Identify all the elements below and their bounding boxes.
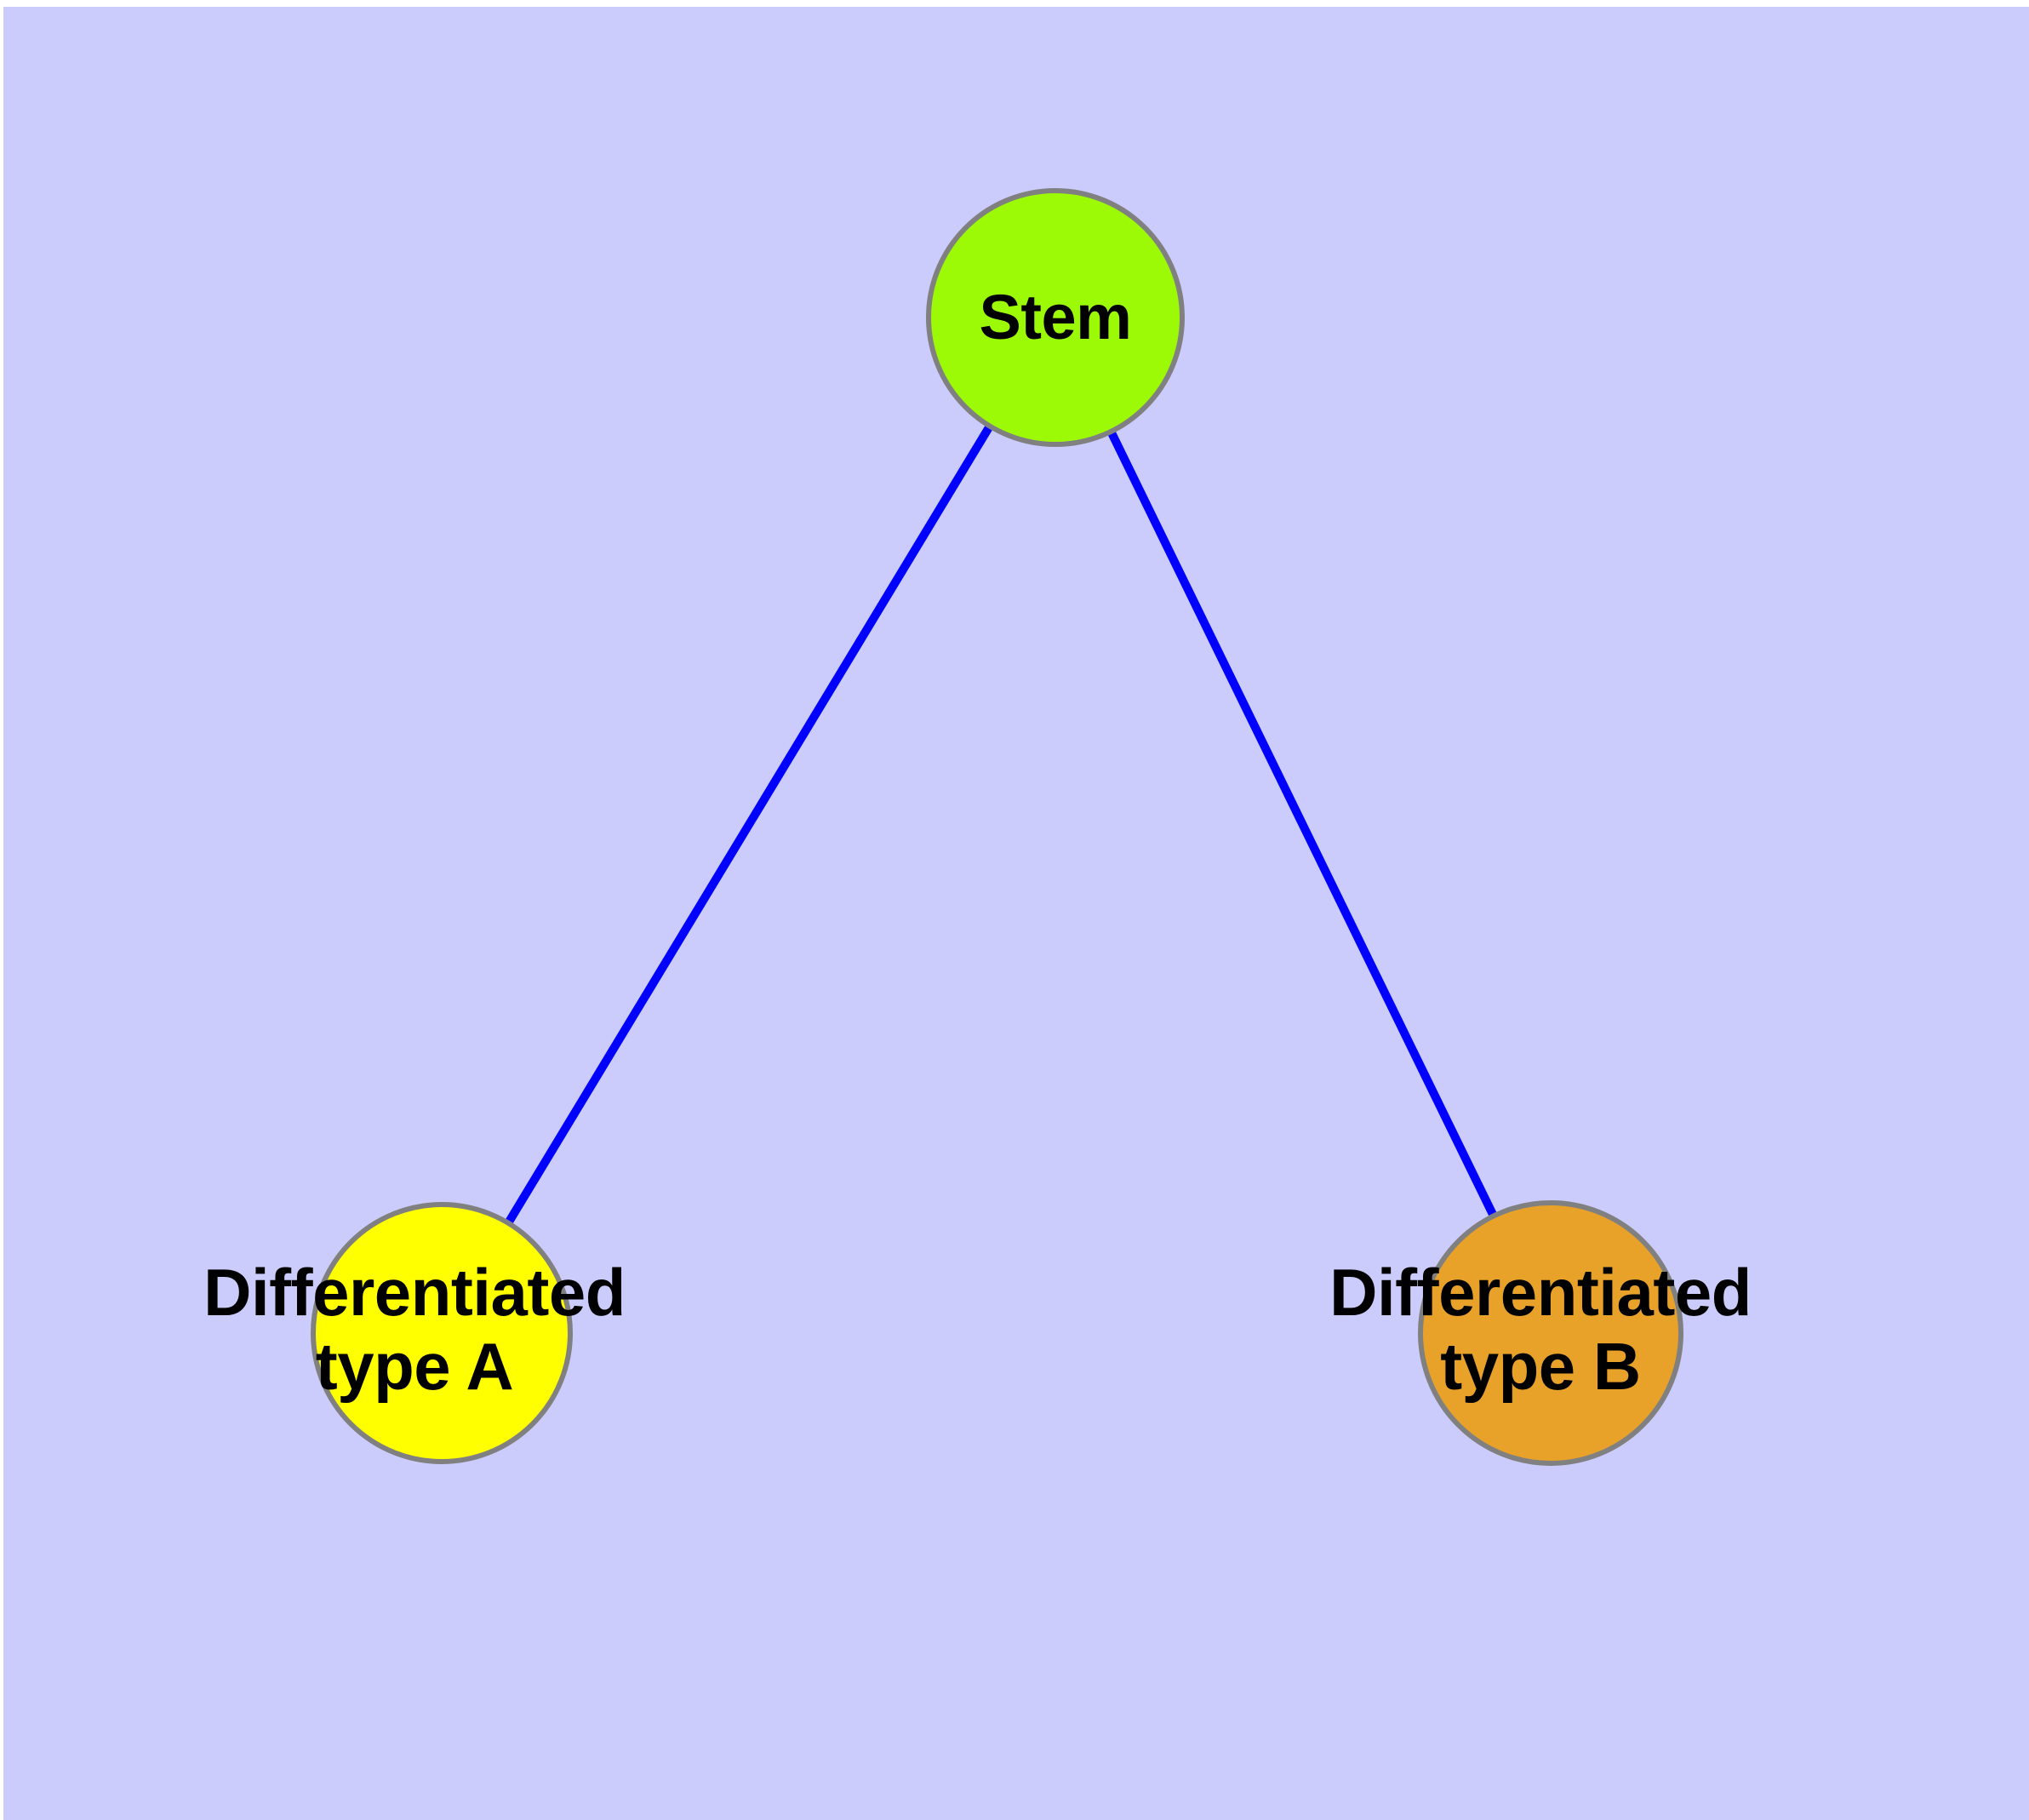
edges-group <box>437 315 1555 1336</box>
edge-stem-to-diff-b <box>1051 315 1555 1336</box>
node-stem[interactable] <box>926 188 1185 447</box>
nodes-group <box>311 188 1683 1466</box>
node-diff-a[interactable] <box>311 1202 573 1464</box>
node-diff-b[interactable] <box>1418 1200 1683 1466</box>
edge-stem-to-diff-a <box>437 315 1060 1336</box>
